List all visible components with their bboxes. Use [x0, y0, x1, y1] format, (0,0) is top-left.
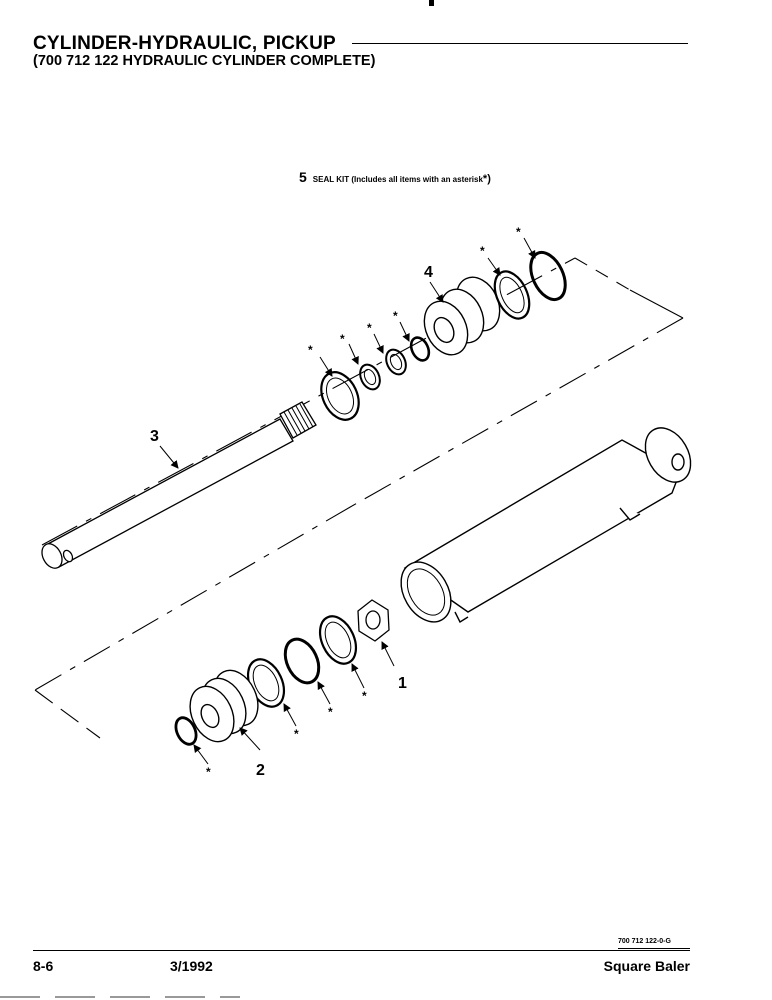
asterisk-mark: * — [294, 727, 299, 741]
page-title: CYLINDER-HYDRAULIC, PICKUP — [33, 33, 336, 54]
asterisk-mark: * — [308, 343, 313, 357]
asterisk-mark: * — [516, 225, 521, 239]
seal-kit-label: SEAL KIT (Includes all items with an ast… — [312, 175, 483, 184]
callout-arrows — [159, 237, 536, 765]
callout-2: 2 — [256, 762, 265, 779]
asterisk-mark: * — [367, 321, 372, 335]
hex-nut — [357, 599, 390, 642]
title-rule — [352, 43, 688, 44]
piston-seal-rings — [493, 250, 567, 320]
gland — [189, 669, 259, 743]
asterisk-mark: * — [206, 765, 211, 779]
asterisk-mark: * — [393, 309, 398, 323]
asterisk-mark: * — [362, 689, 367, 703]
callout-3: 3 — [150, 428, 159, 445]
seal-kit-number: 5 — [299, 169, 307, 185]
drawing-code: 700 712 122-0-G — [618, 938, 671, 945]
drawing-code-rule — [618, 948, 690, 949]
callout-4: 4 — [424, 264, 433, 281]
page-subtitle: (700 712 122 HYDRAULIC CYLINDER COMPLETE… — [33, 53, 376, 69]
asterisk-mark: * — [480, 244, 485, 258]
seal-kit-asterisk: *) — [482, 173, 491, 185]
revision-date: 3/1992 — [170, 958, 213, 974]
piston-rod — [41, 401, 317, 569]
upper-seal-rings — [320, 336, 431, 421]
footer-rule — [33, 950, 690, 951]
asterisk-mark: * — [328, 705, 333, 719]
callout-1: 1 — [398, 675, 407, 692]
cylinder-barrel — [400, 427, 692, 624]
machine-name: Square Baler — [603, 958, 690, 974]
page-number: 8-6 — [33, 958, 54, 974]
asterisk-mark: * — [340, 332, 345, 346]
top-edge-mark — [429, 0, 434, 6]
scan-edge-artifact — [0, 996, 240, 998]
assembly-boundary-lines — [34, 257, 684, 739]
seal-kit-note: 5 SEAL KIT (Includes all items with an as… — [299, 169, 491, 187]
